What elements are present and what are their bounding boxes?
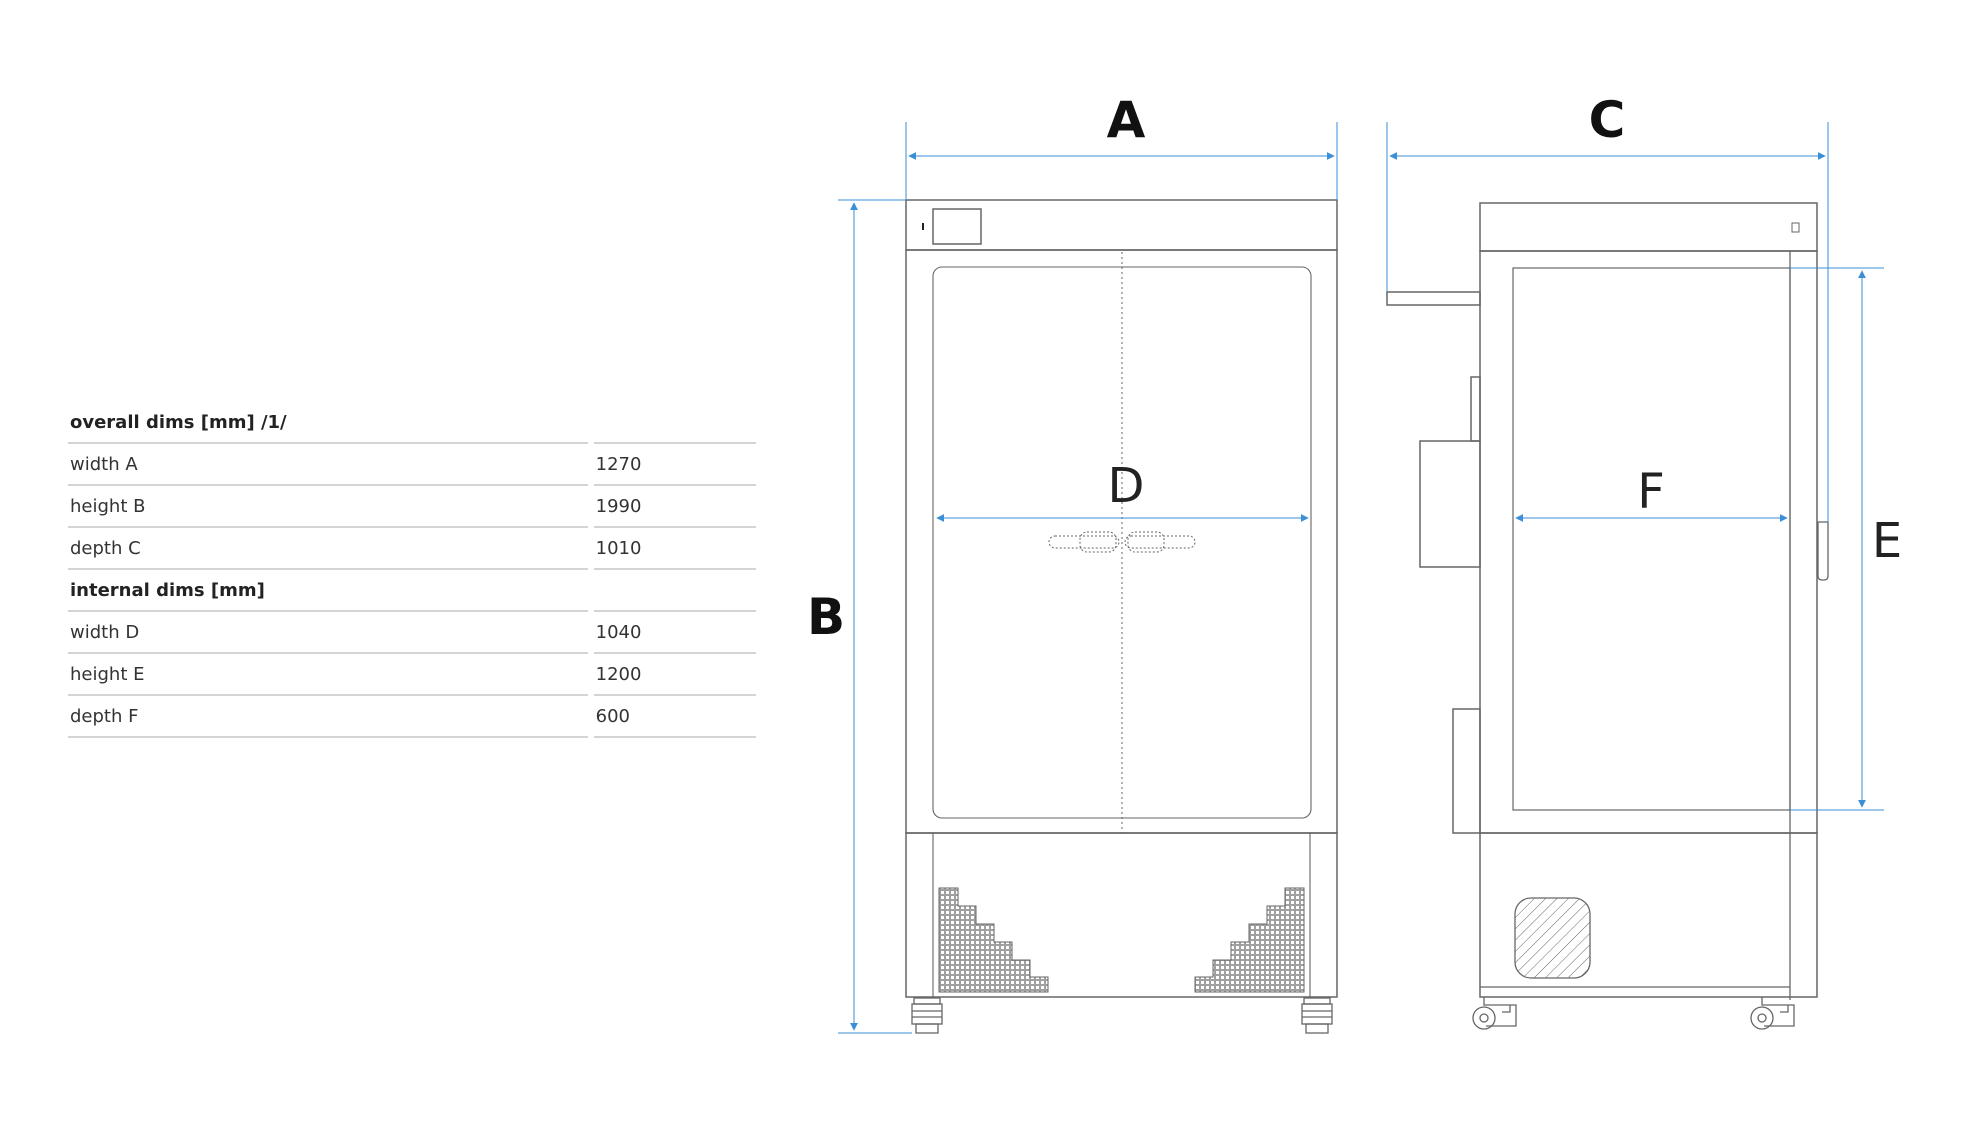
- front-base: [905, 832, 1338, 998]
- row-value-width-d: 1040: [593, 612, 756, 654]
- side-top-panel: [1479, 202, 1818, 252]
- dim-label-e: E: [1872, 513, 1902, 569]
- table-row: height E 1200: [68, 654, 756, 696]
- section-header-internal: internal dims [mm]: [68, 570, 756, 612]
- side-caster-left: [1472, 997, 1517, 1030]
- row-value-width-a: 1270: [593, 444, 756, 486]
- dim-label-d: D: [1108, 458, 1145, 514]
- overall-dims-heading-blank: [593, 402, 756, 444]
- dim-label-a: A: [1107, 91, 1146, 149]
- side-lower-box: [1452, 708, 1481, 834]
- row-value-height-b: 1990: [593, 486, 756, 528]
- table-row: depth C 1010: [68, 528, 756, 570]
- dimension-lines: [838, 122, 1884, 1034]
- row-value-height-e: 1200: [593, 654, 756, 696]
- side-shelf-bracket: [1386, 291, 1481, 306]
- row-label-depth-f: depth F: [68, 696, 588, 738]
- dimensions-table: overall dims [mm] /1/ width A 1270 heigh…: [62, 402, 762, 738]
- row-label-width-d: width D: [68, 612, 588, 654]
- internal-dims-heading: internal dims [mm]: [68, 570, 588, 612]
- dim-label-b: B: [807, 588, 845, 646]
- dim-label-f: F: [1637, 464, 1665, 520]
- side-window: [1512, 267, 1791, 811]
- overall-dims-heading: overall dims [mm] /1/: [68, 402, 588, 444]
- side-body: [1479, 250, 1818, 834]
- row-label-depth-c: depth C: [68, 528, 588, 570]
- vent-grill-right: [1194, 887, 1305, 993]
- row-value-depth-c: 1010: [593, 528, 756, 570]
- row-label-height-e: height E: [68, 654, 588, 696]
- row-value-depth-f: 600: [593, 696, 756, 738]
- control-display: [932, 208, 982, 245]
- front-foot-right: [1301, 997, 1333, 1034]
- side-caster-right: [1750, 997, 1795, 1030]
- side-view: [1386, 202, 1829, 1030]
- side-connector: [1470, 376, 1481, 442]
- side-indicator: [1791, 222, 1800, 233]
- row-label-height-b: height B: [68, 486, 588, 528]
- table-row: width D 1040: [68, 612, 756, 654]
- front-control-panel: [905, 199, 1338, 251]
- row-label-width-a: width A: [68, 444, 588, 486]
- front-foot-left: [911, 997, 943, 1034]
- door-handles: [1048, 531, 1196, 553]
- section-header-overall: overall dims [mm] /1/: [68, 402, 756, 444]
- side-door-handle: [1817, 521, 1829, 581]
- front-view: [905, 199, 1338, 1034]
- power-indicator: [922, 223, 924, 230]
- side-base: [1479, 832, 1818, 998]
- table-row: width A 1270: [68, 444, 756, 486]
- internal-dims-heading-blank: [593, 570, 756, 612]
- table-row: height B 1990: [68, 486, 756, 528]
- vent-grill-left: [938, 887, 1049, 993]
- side-vent-hatched: [1514, 897, 1591, 979]
- table-row: depth F 600: [68, 696, 756, 738]
- dim-label-c: C: [1589, 91, 1626, 149]
- side-control-box: [1419, 440, 1481, 568]
